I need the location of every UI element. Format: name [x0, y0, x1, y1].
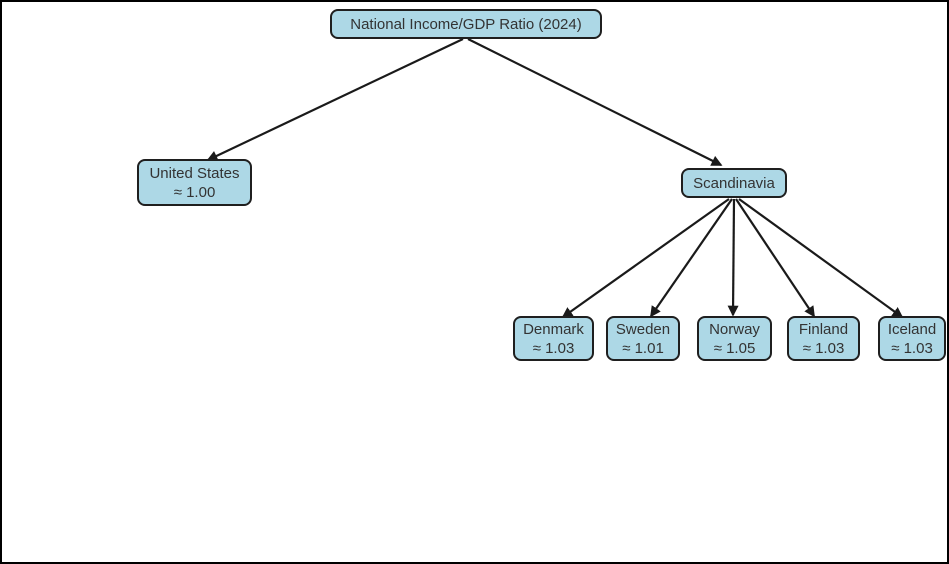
node-united-states: United States ≈ 1.00 — [137, 159, 252, 206]
edge-root-scandinavia — [467, 38, 723, 166]
node-root: National Income/GDP Ratio (2024) — [330, 9, 602, 39]
node-value: ≈ 1.03 — [802, 339, 845, 357]
node-label: Sweden — [615, 320, 671, 338]
node-sweden: Sweden ≈ 1.01 — [606, 316, 680, 361]
node-value: ≈ 1.03 — [891, 339, 933, 357]
edge-scandinavia-finland — [735, 198, 815, 318]
node-label: Denmark — [523, 320, 584, 338]
node-label: Norway — [709, 320, 760, 338]
node-denmark: Denmark ≈ 1.03 — [513, 316, 594, 361]
edge-scandinavia-norway — [727, 198, 739, 317]
node-scandinavia: Scandinavia — [681, 168, 787, 198]
edge-scandinavia-iceland — [738, 198, 904, 318]
node-label: Iceland — [887, 320, 937, 338]
node-value: ≈ 1.03 — [532, 339, 575, 357]
node-value: ≈ 1.05 — [713, 339, 756, 357]
edge-scandinavia-denmark — [561, 198, 730, 318]
node-label: National Income/GDP Ratio (2024) — [350, 15, 582, 33]
edge-root-united-states — [206, 38, 464, 161]
node-label: United States — [149, 164, 240, 182]
node-label: Finland — [798, 320, 849, 338]
node-value: ≈ 1.01 — [622, 339, 664, 357]
node-label: Scandinavia — [693, 174, 775, 192]
node-finland: Finland ≈ 1.03 — [787, 316, 860, 361]
node-value: ≈ 1.00 — [173, 183, 216, 201]
node-iceland: Iceland ≈ 1.03 — [878, 316, 946, 361]
node-norway: Norway ≈ 1.05 — [697, 316, 772, 361]
edge-scandinavia-sweden — [650, 198, 733, 318]
